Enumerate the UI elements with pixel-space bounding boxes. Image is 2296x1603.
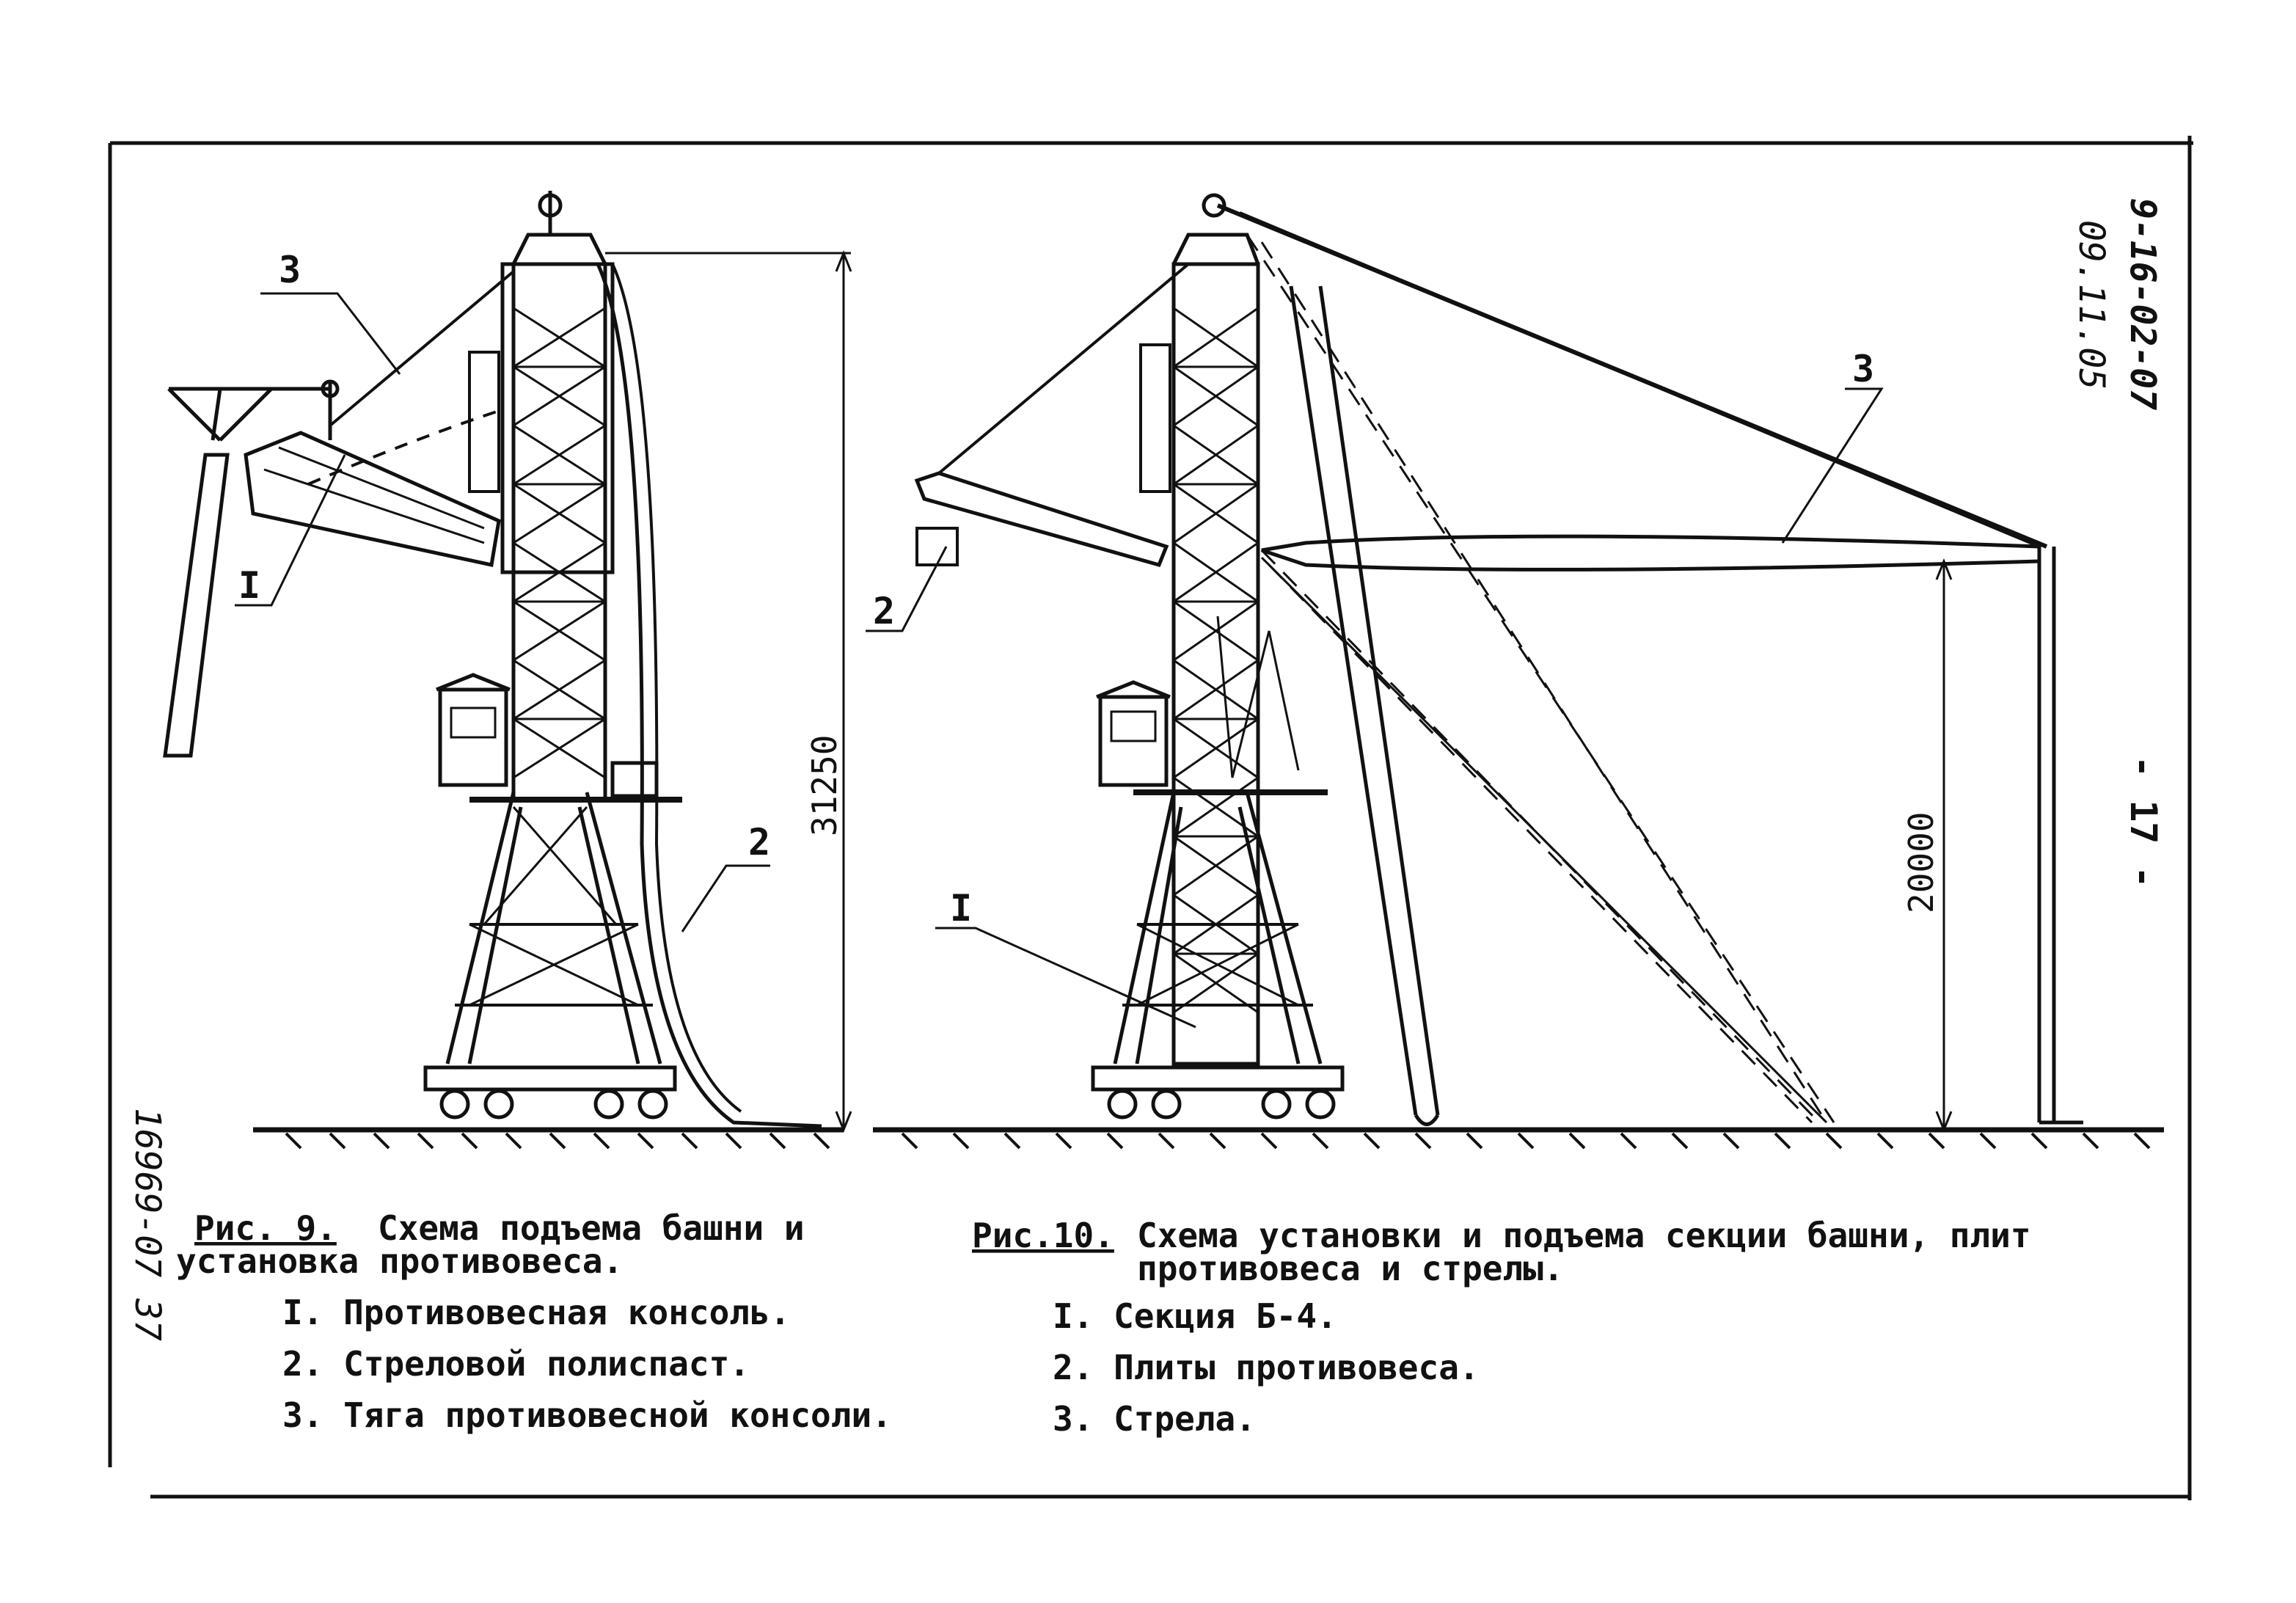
fig9-item-2: 2. Стреловой полиспаст. — [282, 1344, 750, 1384]
fig9-caption-line1: Схема подъема башни и — [378, 1208, 805, 1248]
doc-number-stamp: 9-16-02-07 — [2122, 198, 2163, 410]
fig9-callout-3: 3 — [279, 249, 301, 291]
fig10-item-1: I. Секция Б-4. — [1053, 1296, 1337, 1336]
fig9-callout-2: 2 — [748, 821, 770, 863]
fig10-callout-2: 2 — [873, 590, 895, 632]
fig10-caption-line2: противовеса и стрелы. — [1137, 1249, 1564, 1288]
fig9-item-1: I. Противовесная консоль. — [282, 1293, 790, 1332]
ground-hatching-1 — [285, 1132, 830, 1150]
fig10-caption-line1: Схема установки и подъема секции башни, … — [1137, 1216, 2031, 1255]
fig9-caption-line2: установка противовеса. — [176, 1241, 623, 1281]
fig9-dimension-31250: 31250 — [805, 735, 844, 836]
fig10-callout-1: I — [950, 887, 972, 930]
fig10-item-2: 2. Плиты противовеса. — [1053, 1348, 1480, 1387]
fig9-item-3: 3. Тяга противовесной консоли. — [282, 1395, 892, 1435]
figure-10-drawing — [866, 193, 2164, 1150]
fig10-title: Рис.10. — [972, 1216, 1114, 1255]
fig10-dimension-20000: 20000 — [1901, 812, 1941, 913]
ground-hatching-2 — [901, 1132, 2151, 1150]
doc-date-stamp: 09.11.05 — [2071, 220, 2112, 390]
figure-9-drawing — [163, 191, 852, 1150]
archive-stamp: 16969-07 37 — [127, 1108, 168, 1341]
fig10-item-3: 3. Стрела. — [1053, 1399, 1256, 1439]
fig10-callout-3: 3 — [1852, 348, 1874, 390]
page-number: - 17 - — [2122, 756, 2165, 888]
sheet-frame — [108, 136, 2193, 1500]
fig9-title: Рис. 9. — [194, 1208, 337, 1248]
fig9-callout-1: I — [238, 564, 260, 607]
